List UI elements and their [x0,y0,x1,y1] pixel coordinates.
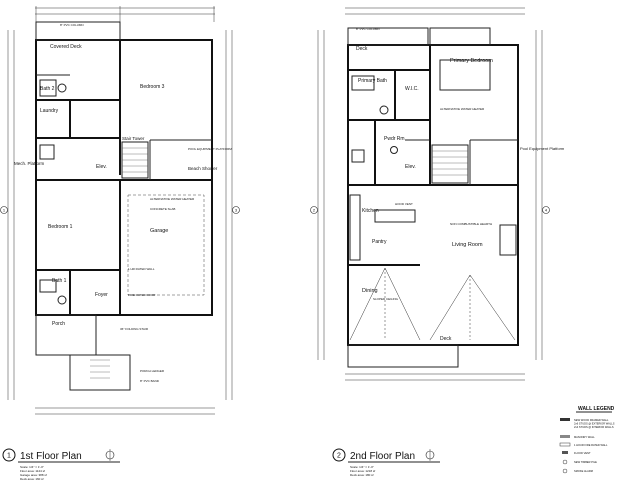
first-floor-exterior-wall [35,39,213,316]
legend-swatch-smoke [562,468,568,474]
room-label-laundry: Laundry [40,108,59,114]
first-floor-stair [121,141,149,179]
legend-item-3: 2x4 STUDS @ INTERIOR WALLS [574,425,614,429]
second-floor-title-block: 2 2nd Floor Plan Scale: 1/4" = 1'-0" Flo… [332,448,440,477]
grid-bubbles: 1 2 3 4 [0,206,550,214]
note-porch-ledger: PORCH LEDGER [140,369,165,373]
room-label-stair-tower: Stair Tower [122,136,145,141]
room-label-wic: W.I.C. [405,86,419,92]
room-label-pool-equipment: POOL EQUIPMENT PLATFORM [188,147,232,151]
grid-label-1: 1 [3,208,6,213]
grid-label-4: 4 [545,208,548,213]
room-label-kitchen: Kitchen [362,208,379,214]
second-floor-dimensions [317,7,543,381]
first-floor-dimensions [7,6,233,415]
first-floor-interior-walls [36,40,212,315]
plan-title-2: 2nd Floor Plan [350,451,415,462]
note-pvc-band: 8" PVC BAND [140,379,160,383]
room-label-living-room: Living Room [452,242,483,248]
legend-item-8: SMOKE ALARM [574,469,593,473]
legend-swatch-flood [562,451,568,454]
plan-number-2: 2 [337,453,341,460]
note-sloped-ceiling: SLOPED CEILING [373,297,399,301]
grid-label-3: 3 [235,208,238,213]
room-label-bath-1: Bath 1 [52,278,67,284]
second-floor-interior-walls [348,45,518,266]
second-floor-fixtures [351,59,491,163]
legend-swatch-masonry [560,435,570,438]
note-water-heater: ALTERNATIVE WATER HEATER [150,197,195,201]
plan-scale-1d: Deck area: 160 sf [20,477,44,481]
legend-item-1: NEW WOOD FRAMED WALL [574,418,609,422]
room-label-bedroom-3: Bedroom 3 [140,84,165,90]
room-label-pool-equipment-2: Pool Equipment Platform [520,146,565,151]
sloped-ceiling-lines [349,267,516,341]
note-hearth: NON COMBUSTIBLE HEARTH [450,222,492,226]
room-label-elev-2: Elev. [405,164,416,170]
legend-item-7: NEW TIMBER PILE [574,460,597,464]
legend-swatch-pile [562,459,568,465]
plan-scale-1b: Floor area: 1124 sf [20,469,45,473]
room-label-porch: Porch [52,321,65,327]
legend-swatch-rated [559,442,571,447]
plan-scale-1a: Scale: 1/4" = 1'-0" [20,465,44,469]
covered-deck-outline [35,21,121,41]
note-hood-vent: HOOD VENT [395,202,413,206]
room-label-elev: Elev. [96,164,107,170]
room-label-mech-platform: Mech. Platform [14,161,45,166]
wall-legend: WALL LEGEND NEW WOOD FRAMED WALL 2x6 STU… [559,406,615,474]
room-label-foyer: Foyer [95,292,108,298]
plan-number-1: 1 [7,453,11,460]
note-water-heater-2: ALTERNATIVE WATER HEATER [440,107,485,111]
first-floor-plan: Covered Deck Bath 2 Bedroom 3 Laundry Me… [7,6,233,415]
note-folding-stair: 36" FOLDING STAIR [120,327,149,331]
plan-title-1: 1st Floor Plan [20,451,82,462]
legend-item-6: FLOOD VENT [574,451,591,455]
grid-label-2: 2 [313,208,316,213]
top-balcony-outline [429,27,491,46]
note-pvc-column-2: 8" PVC COLUMN [356,27,380,31]
plan-scale-2a: Scale: 1/4" = 1'-0" [350,465,374,469]
room-label-bath-2: Bath 2 [40,86,55,92]
legend-item-2: 2x6 STUDS @ EXTERIOR WALLS [574,422,615,426]
room-label-garage: Garage [150,228,168,234]
legend-title: WALL LEGEND [578,406,615,412]
note-pvc-column: 8" PVC COLUMN [60,23,84,27]
plan-scale-1c: Garage area: 388 sf [20,473,47,477]
room-label-deck-bottom: Deck [440,336,452,342]
note-rated-wall: 1 HR RATED WALL [128,267,155,271]
room-label-pantry: Pantry [372,239,387,245]
room-label-beach-shower: Beach Shower [188,166,218,171]
second-floor-stair [431,144,469,184]
legend-item-4: MASONRY WALL [574,435,595,439]
top-deck-outline [347,27,429,46]
bottom-deck-outline [347,344,459,368]
room-label-bedroom-1: Bedroom 1 [48,224,73,230]
room-label-primary-bath: Primary Bath [358,78,387,84]
note-concrete-slab: CONCRETE SLAB [150,207,175,211]
garage-slab-outline [127,194,205,296]
room-label-covered-deck: Covered Deck [50,44,82,50]
note-fire-door: FIRE RATED DOOR [128,293,156,297]
room-label-pwdr-rm: Pwdr Rm [384,136,405,142]
first-floor-title-block: 1 1st Floor Plan Scale: 1/4" = 1'-0" Flo… [2,448,120,481]
first-floor-porch-steps [35,314,131,391]
room-label-dining: Dining [362,288,378,294]
legend-item-5: 1 HOUR FIRE RATED WALL [574,443,608,447]
legend-swatch-wood [560,418,570,421]
plan-scale-2c: Deck area: 180 sf [350,473,374,477]
second-floor-plan: Deck Primary Bedroom Primary Bath W.I.C.… [317,7,565,381]
room-label-deck-top: Deck [356,46,368,52]
room-label-primary-bedroom: Primary Bedroom [450,58,493,64]
first-floor-fixtures [39,79,67,305]
kitchen-counters [349,194,517,261]
plan-scale-2b: Floor area: 1218 sf [350,469,375,473]
